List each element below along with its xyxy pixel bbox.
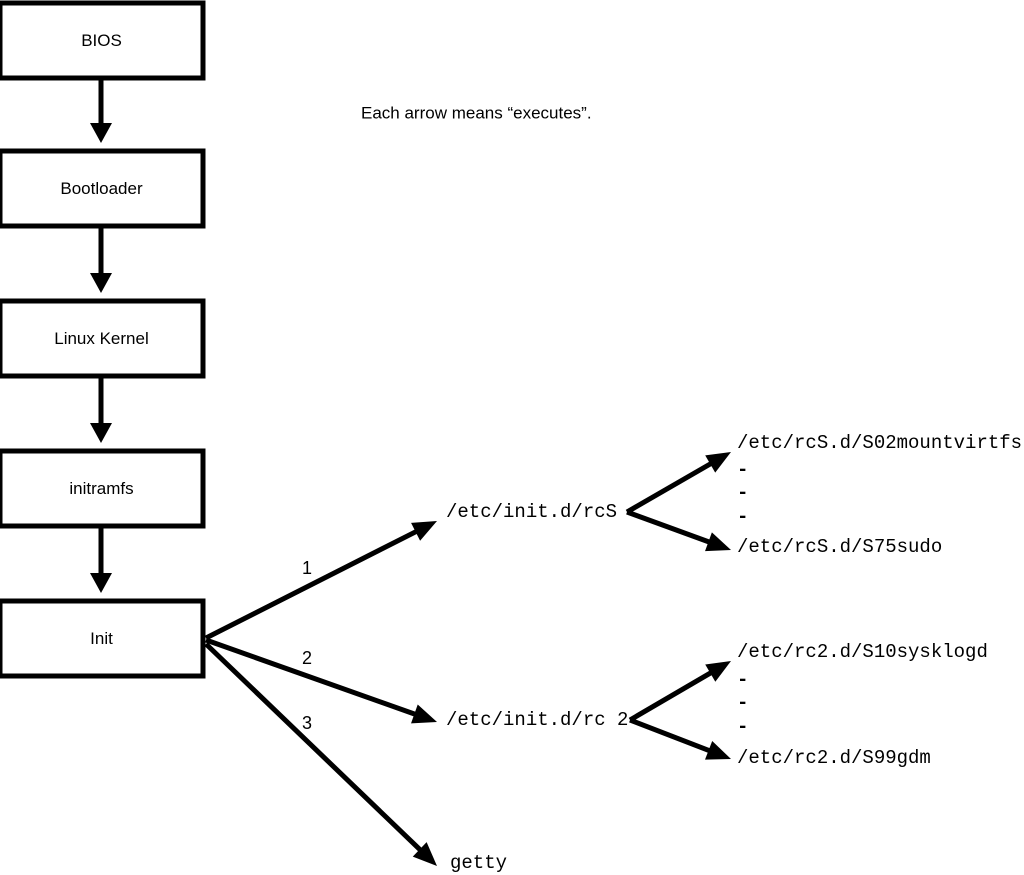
arrow-bios-to-bootloader xyxy=(90,78,112,143)
boot-stage-linux-kernel[interactable]: Linux Kernel xyxy=(0,298,206,379)
arrow-initramfs-to-init xyxy=(90,526,112,593)
stage-label: initramfs xyxy=(69,479,133,498)
boot-stage-initramfs[interactable]: initramfs xyxy=(0,448,206,529)
vertical-ellipsis-dash-3: - xyxy=(737,506,748,528)
fork-shaft-bottom xyxy=(629,717,721,758)
fork-arrow-tip-bottom xyxy=(705,741,731,760)
init-branch-1: 1/etc/init.d/rcS xyxy=(204,501,617,641)
rc2-fork: /etc/rc2.d/S10sysklogd/etc/rc2.d/S99gdm -… xyxy=(628,641,988,769)
branch-shaft xyxy=(205,637,427,721)
branch-shaft xyxy=(204,524,428,641)
caption-label: Each arrow means “executes”. xyxy=(361,103,592,122)
fork-shaft-top xyxy=(625,455,722,515)
stage-box[interactable] xyxy=(0,148,206,229)
stage-box[interactable] xyxy=(0,298,206,379)
fork-script-label-top: /etc/rcS.d/S02mountvirtfs xyxy=(737,432,1022,454)
stage-box[interactable] xyxy=(0,0,206,81)
branch-target-label: /etc/init.d/rc 2 xyxy=(446,709,628,731)
stage-box[interactable] xyxy=(0,598,206,679)
branch-order-number: 3 xyxy=(302,713,312,733)
stage-label: Init xyxy=(90,629,113,648)
stage-box[interactable] xyxy=(0,448,206,529)
arrow-tip xyxy=(90,123,112,143)
arrow-bootloader-to-kernel xyxy=(90,226,112,293)
init-branch-2: 2/etc/init.d/rc 2 xyxy=(205,637,628,731)
vertical-ellipsis-dash-2: - xyxy=(737,482,748,504)
fork-shaft-top xyxy=(628,664,722,723)
branch-arrow-tip xyxy=(411,704,437,724)
fork-script-label-bottom: /etc/rcS.d/S75sudo xyxy=(737,536,942,558)
boot-stage-bios[interactable]: BIOS xyxy=(0,0,206,81)
stage-label: Bootloader xyxy=(60,179,143,198)
fork-arrow-tip-bottom xyxy=(705,532,731,552)
branch-target-label: getty xyxy=(450,852,507,874)
branch-order-number: 1 xyxy=(302,558,312,578)
branch-order-number: 2 xyxy=(302,648,312,668)
script-forks-group: /etc/rcS.d/S02mountvirtfs/etc/rcS.d/S75s… xyxy=(625,432,1022,769)
branch-target-label: /etc/init.d/rcS xyxy=(446,501,617,523)
stage-label: BIOS xyxy=(81,31,122,50)
branch-arrow-tip xyxy=(411,521,437,541)
fork-arrow-tip-top xyxy=(705,661,731,682)
boot-stage-bootloader[interactable]: Bootloader xyxy=(0,148,206,229)
chain-arrows-group xyxy=(90,78,112,593)
vertical-ellipsis-dash-2: - xyxy=(737,692,748,714)
vertical-ellipsis-dash-1: - xyxy=(737,669,748,691)
arrow-tip xyxy=(90,423,112,443)
fork-arrow-tip-top xyxy=(705,452,731,473)
vertical-ellipsis-dash-1: - xyxy=(737,459,748,481)
branch-shaft xyxy=(204,642,431,860)
vertical-ellipsis-dash-3: - xyxy=(737,716,748,738)
init-branch-3: 3 getty xyxy=(204,642,507,874)
rcs-fork: /etc/rcS.d/S02mountvirtfs/etc/rcS.d/S75s… xyxy=(625,432,1022,558)
arrow-tip xyxy=(90,273,112,293)
fork-shaft-bottom xyxy=(626,509,721,549)
arrow-tip xyxy=(90,573,112,593)
boot-stage-init[interactable]: Init xyxy=(0,598,206,679)
fork-script-label-bottom: /etc/rc2.d/S99gdm xyxy=(737,747,931,769)
fork-script-label-top: /etc/rc2.d/S10sysklogd xyxy=(737,641,988,663)
branch-arrow-tip xyxy=(412,842,437,866)
arrow-kernel-to-initramfs xyxy=(90,376,112,443)
stage-label: Linux Kernel xyxy=(54,329,149,348)
